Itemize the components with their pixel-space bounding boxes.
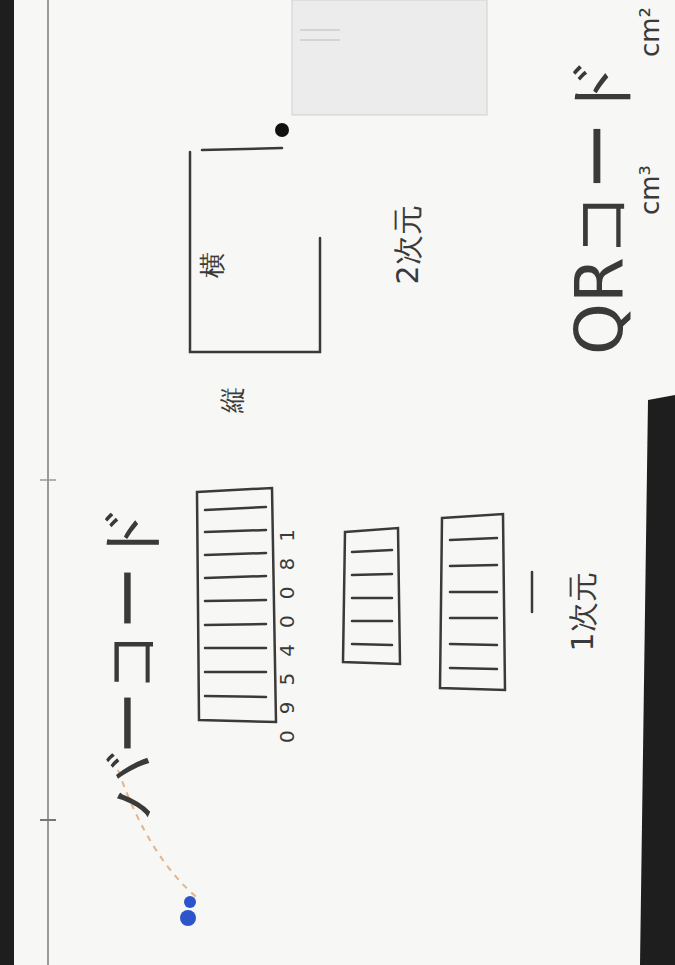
barcode-bars <box>450 538 497 669</box>
unit-label: cm³ <box>637 165 663 215</box>
barcode-digits: 09540081 <box>277 513 297 743</box>
barcode-bars <box>352 550 392 645</box>
title-text: QRコード <box>567 55 633 355</box>
rail-tick <box>40 479 56 481</box>
magnet <box>180 910 196 926</box>
magnet <box>275 123 289 137</box>
board-frame <box>640 395 675 965</box>
unit-label: cm² <box>637 7 663 57</box>
board-frame <box>0 0 14 965</box>
barcode-bars <box>205 507 266 697</box>
dimension-label: 1次元 <box>568 572 598 651</box>
square-outline <box>190 152 320 352</box>
axis-label: 縦 <box>219 387 245 413</box>
paper-line <box>300 30 340 31</box>
title-text: バーコード <box>99 504 161 817</box>
barcode-outline <box>440 514 505 690</box>
posted-paper <box>292 0 487 115</box>
rail-tick <box>40 819 56 821</box>
magnet <box>184 896 196 908</box>
underline-mark <box>531 572 534 612</box>
barcode-outline <box>343 528 400 664</box>
axis-label: 横 <box>199 252 225 278</box>
square-outline <box>202 148 282 150</box>
barcode-outline <box>197 488 276 722</box>
dimension-label: 2次元 <box>393 205 423 284</box>
paper-line <box>300 40 340 41</box>
